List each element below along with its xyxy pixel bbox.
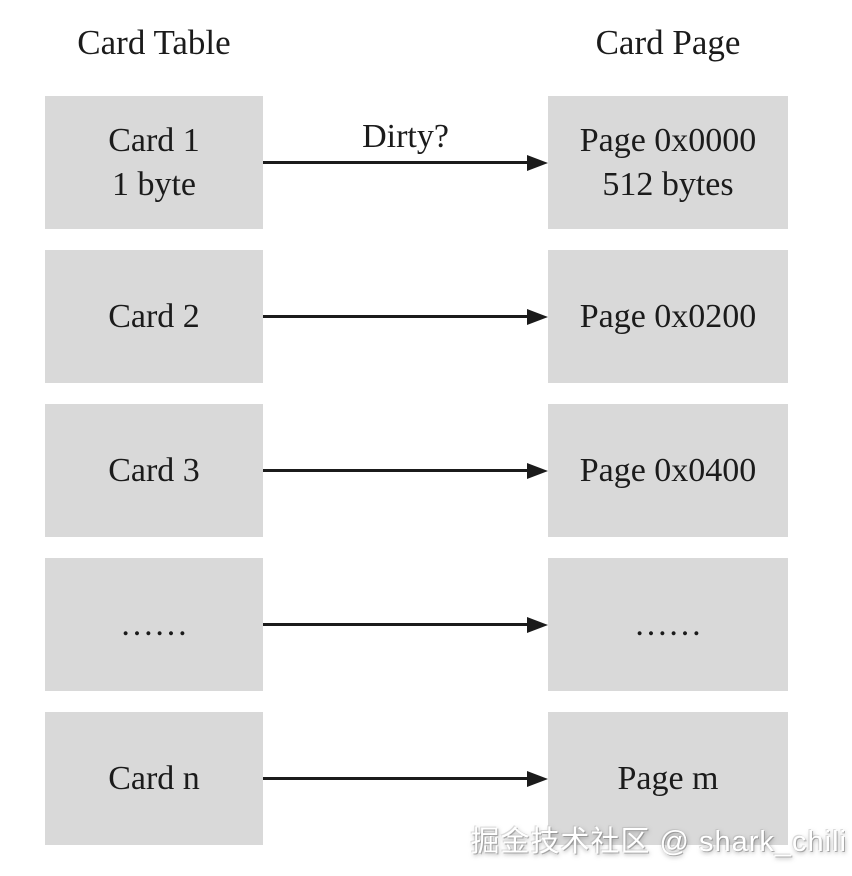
table-row: Card 3 Page 0x0400 — [45, 404, 788, 537]
card-box: Card 3 — [45, 404, 263, 537]
arrow-line — [263, 161, 527, 164]
card-sublabel: 1 byte — [111, 165, 197, 203]
card-table-header: Card Table — [77, 23, 231, 62]
card-box: Card 2 — [45, 250, 263, 383]
page-label: Page 0x0400 — [579, 451, 757, 489]
arrow-head-icon — [527, 154, 548, 171]
card-label: Card 1 — [108, 121, 200, 159]
table-row: Card 1 1 byte Dirty? Page 0x0000 512 byt… — [45, 96, 788, 229]
arrow-line — [263, 623, 527, 626]
header-spacer — [263, 24, 548, 63]
card-label: Card 3 — [108, 451, 200, 489]
diagram-rows: Card 1 1 byte Dirty? Page 0x0000 512 byt… — [45, 96, 788, 845]
table-row: Card 2 Page 0x0200 — [45, 250, 788, 383]
mapping-arrow — [263, 404, 548, 537]
card-page-header: Card Page — [595, 23, 741, 62]
card-label: Card n — [108, 759, 200, 797]
page-box: Page 0x0400 — [548, 404, 788, 537]
card-box: Card 1 1 byte — [45, 96, 263, 229]
card-label: …… — [120, 605, 188, 643]
card-box: Card n — [45, 712, 263, 845]
mapping-arrow — [263, 712, 548, 845]
arrow-line — [263, 315, 527, 318]
mapping-arrow: Dirty? — [263, 96, 548, 229]
page-sublabel: 512 bytes — [602, 165, 734, 203]
mapping-arrow — [263, 250, 548, 383]
table-row: Card n Page m — [45, 712, 788, 845]
arrow-line — [263, 469, 527, 472]
arrow-line — [263, 777, 527, 780]
card-label: Card 2 — [108, 297, 200, 335]
column-headers: Card Table Card Page — [45, 23, 788, 63]
watermark: 掘金技术社区 @ shark_chili — [470, 826, 847, 858]
mapping-arrow — [263, 558, 548, 691]
page-box: Page m — [548, 712, 788, 845]
arrow-label: Dirty? — [362, 118, 449, 156]
page-label: …… — [634, 605, 702, 643]
arrow-head-icon — [527, 616, 548, 633]
table-row: …… …… — [45, 558, 788, 691]
page-box: Page 0x0200 — [548, 250, 788, 383]
page-label: Page 0x0200 — [579, 297, 757, 335]
card-box: …… — [45, 558, 263, 691]
arrow-head-icon — [527, 308, 548, 325]
page-label: Page m — [617, 759, 719, 797]
page-label: Page 0x0000 — [579, 121, 757, 159]
page-box: Page 0x0000 512 bytes — [548, 96, 788, 229]
arrow-head-icon — [527, 770, 548, 787]
arrow-head-icon — [527, 462, 548, 479]
page-box: …… — [548, 558, 788, 691]
